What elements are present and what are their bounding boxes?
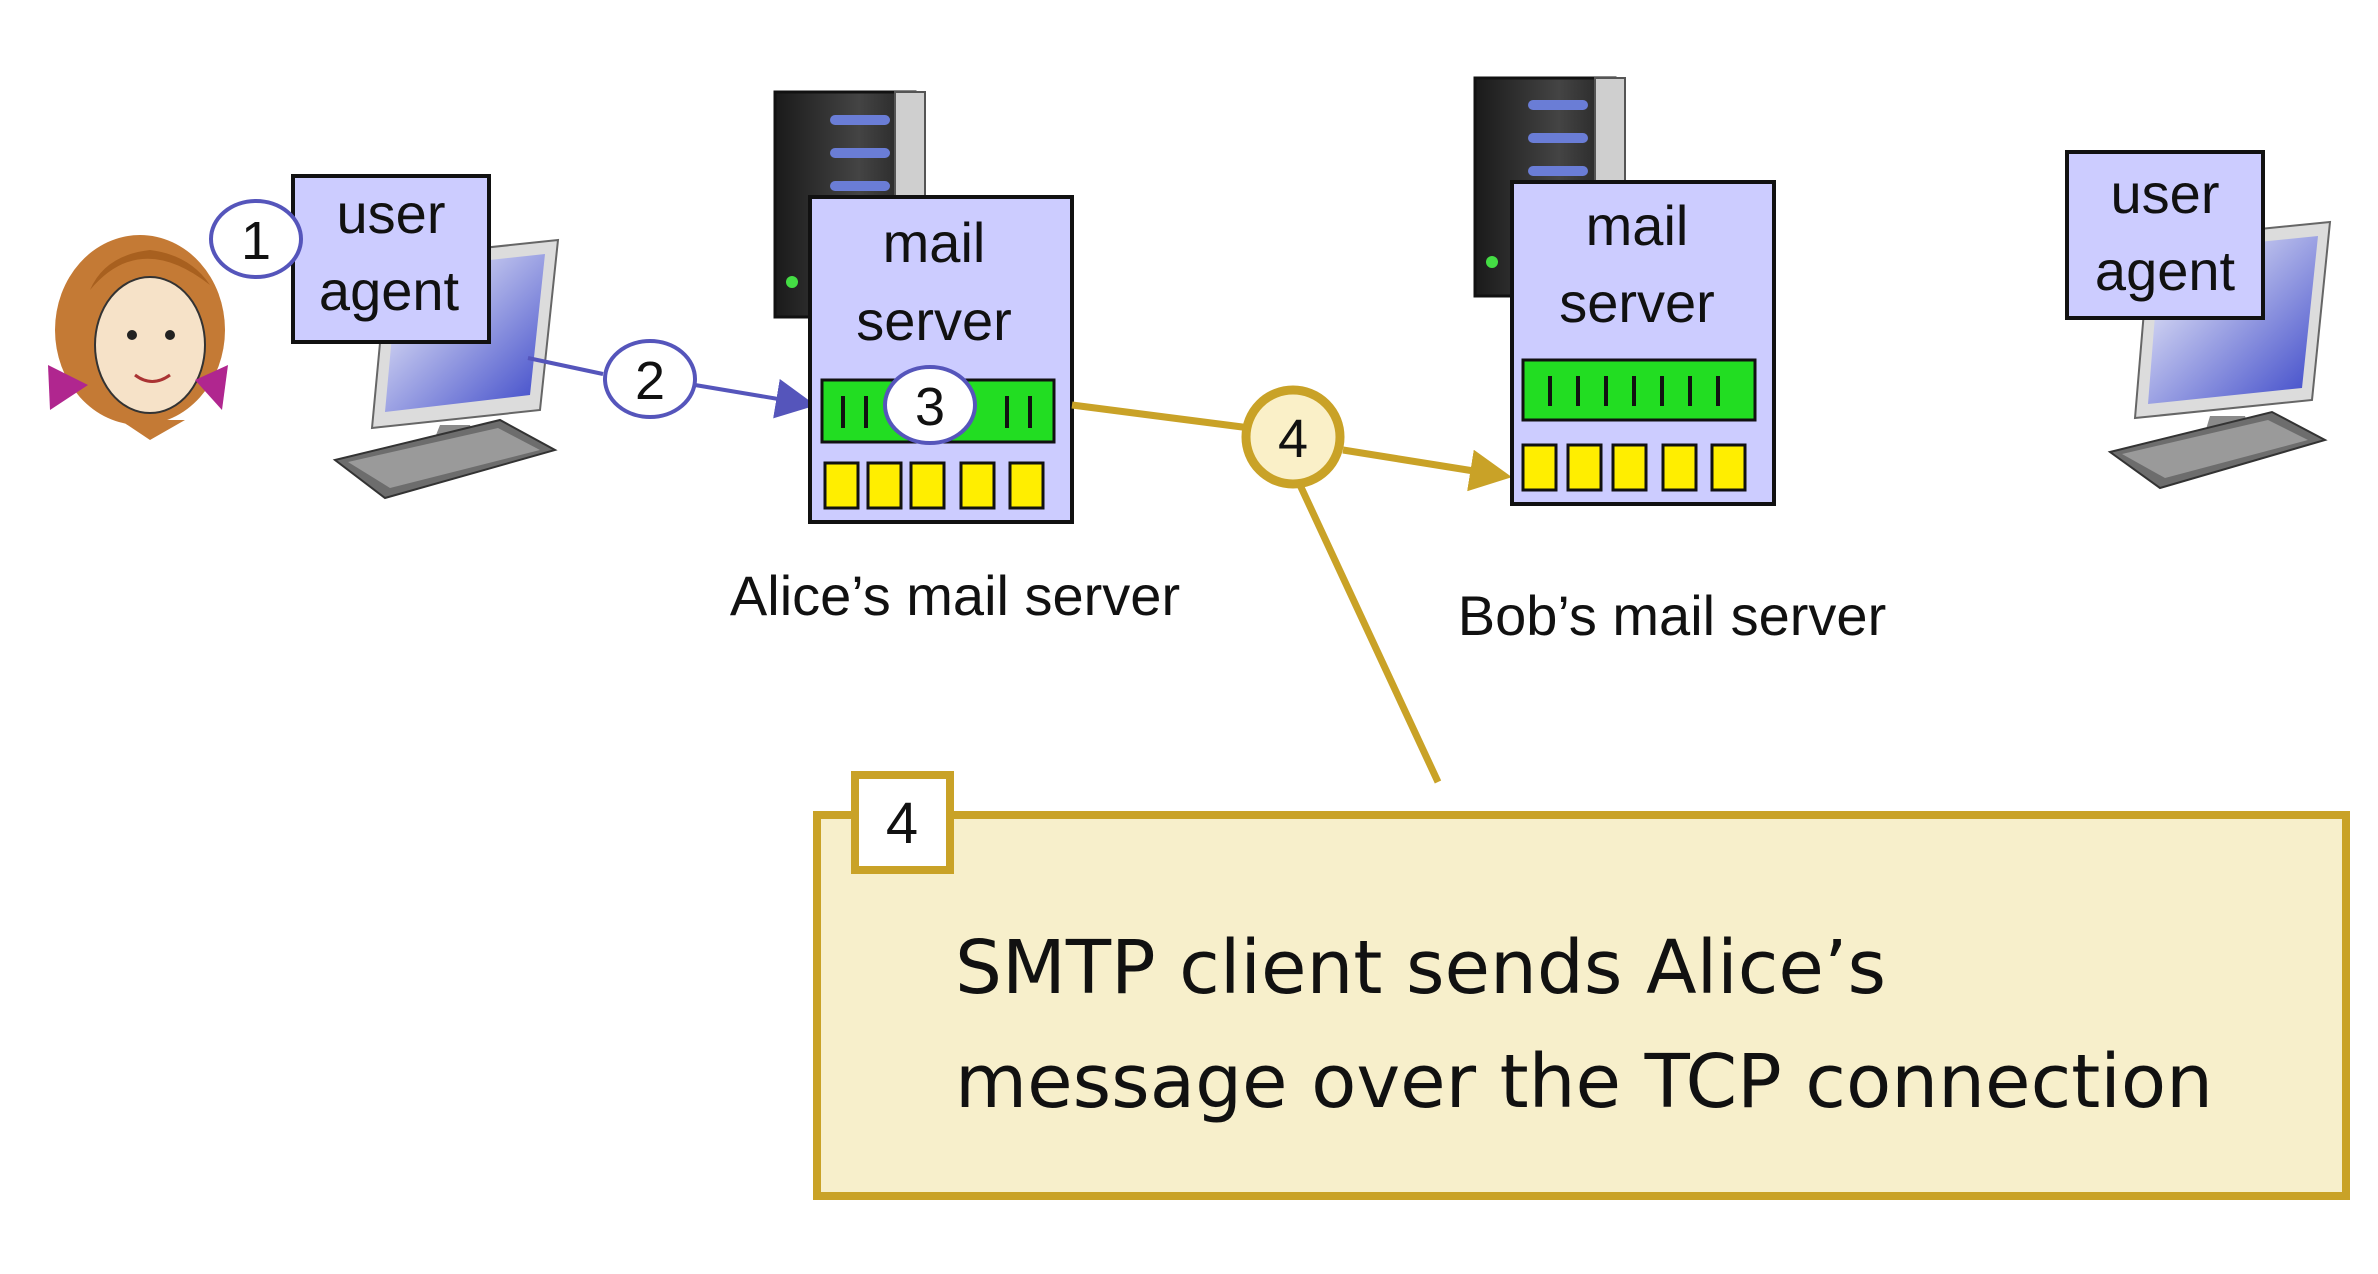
callout-number: 4 [886, 791, 918, 856]
step-2-arrow: 2 [527, 339, 816, 419]
right-user-agent-box: user agent [2065, 150, 2265, 320]
alice-mail-server-box: mail server [808, 195, 1074, 524]
left-user-agent-line1: user [337, 182, 446, 245]
bob-queue [1521, 358, 1757, 422]
alice-server-line2: server [856, 289, 1012, 352]
alice-person-icon [48, 235, 228, 440]
right-user-agent-line1: user [2111, 162, 2220, 225]
step-3-label: 3 [915, 377, 945, 437]
bob-server-line2: server [1559, 271, 1715, 334]
bob-mail-server-box: mail server [1510, 180, 1776, 506]
step-4-label: 4 [1278, 409, 1308, 469]
callout-line2: message over the TCP connection [955, 1039, 2213, 1125]
left-user-agent-box: user agent [291, 174, 491, 344]
alice-server-caption: Alice’s mail server [730, 564, 1180, 627]
alice-server-line1: mail [883, 211, 986, 274]
bob-mailbox-slots [1521, 443, 1747, 492]
left-user-agent-line2: agent [319, 259, 460, 322]
step-1-marker: 1 [209, 199, 303, 279]
step-4-connection: 4 [1071, 385, 1512, 784]
step-2-label: 2 [635, 351, 665, 411]
alice-mailbox-slots [823, 461, 1045, 510]
bob-server-line1: mail [1586, 194, 1689, 257]
step-3-marker: 3 [883, 365, 977, 445]
step-1-label: 1 [241, 211, 271, 271]
callout-line1: SMTP client sends Alice’s [955, 925, 1886, 1011]
step-4-callout: 4 SMTP client sends Alice’s message over… [813, 771, 2350, 1200]
callout-number-box [851, 771, 954, 874]
right-user-agent-line2: agent [2095, 239, 2236, 302]
bob-server-caption: Bob’s mail server [1458, 584, 1886, 647]
